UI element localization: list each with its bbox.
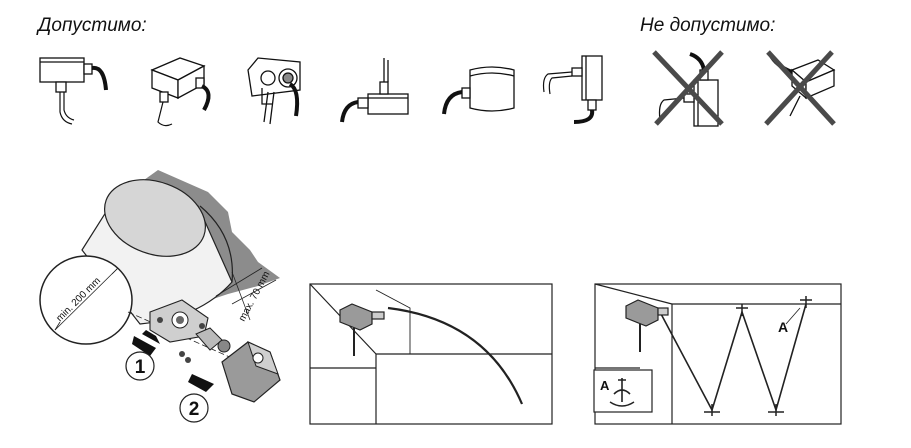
allowed-heading: Допустимо: bbox=[38, 15, 147, 36]
sensor-side-cable-icon bbox=[442, 66, 515, 115]
sensor-front-icon bbox=[247, 57, 301, 125]
sensor-down-crossed-icon bbox=[652, 50, 724, 127]
duct-zigzag-diagram bbox=[593, 283, 842, 425]
duct-single-diagram bbox=[309, 283, 553, 425]
forbidden-heading: Не допустимо: bbox=[640, 15, 776, 36]
step-2-label: 2 bbox=[189, 399, 200, 420]
sensor-vertical-icon bbox=[542, 55, 603, 124]
sensor-up-crossed-icon bbox=[764, 50, 836, 126]
detail-a-label: A bbox=[600, 378, 610, 393]
point-a-label: A bbox=[778, 319, 788, 335]
step-1-label: 1 bbox=[135, 357, 146, 378]
pipe-install-diagram: 1 2 min. 200 mm max. 70 mm bbox=[39, 170, 281, 423]
sensor-top-cable-icon bbox=[340, 58, 409, 123]
sensor-horizontal-icon bbox=[39, 57, 108, 125]
sensor-angled-icon bbox=[150, 57, 211, 127]
